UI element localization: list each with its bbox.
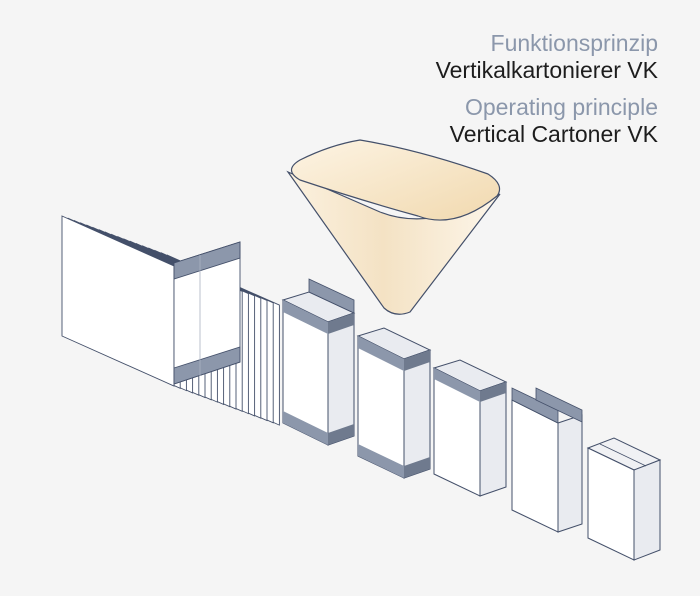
title-de-name: Vertikalkartonierer VK bbox=[435, 57, 658, 84]
carton-blank-front bbox=[173, 241, 241, 280]
carton-closing-4 bbox=[511, 387, 583, 533]
carton-filled-3 bbox=[432, 359, 508, 497]
title-en-label: Operating principle bbox=[464, 94, 658, 121]
carton-closed-5 bbox=[586, 437, 662, 561]
title-de-label: Funktionsprinzip bbox=[490, 30, 658, 56]
title-en-name: Vertical Cartoner VK bbox=[449, 121, 658, 148]
carton-blank-front bbox=[173, 346, 241, 385]
hopper-funnel bbox=[286, 139, 501, 315]
carton-blank-stack bbox=[61, 215, 280, 426]
carton-open-1 bbox=[281, 278, 356, 446]
title-block: Funktionsprinzip Vertikalkartonierer VK … bbox=[436, 30, 658, 149]
carton-blank bbox=[61, 215, 175, 387]
carton-open-2 bbox=[356, 327, 432, 479]
